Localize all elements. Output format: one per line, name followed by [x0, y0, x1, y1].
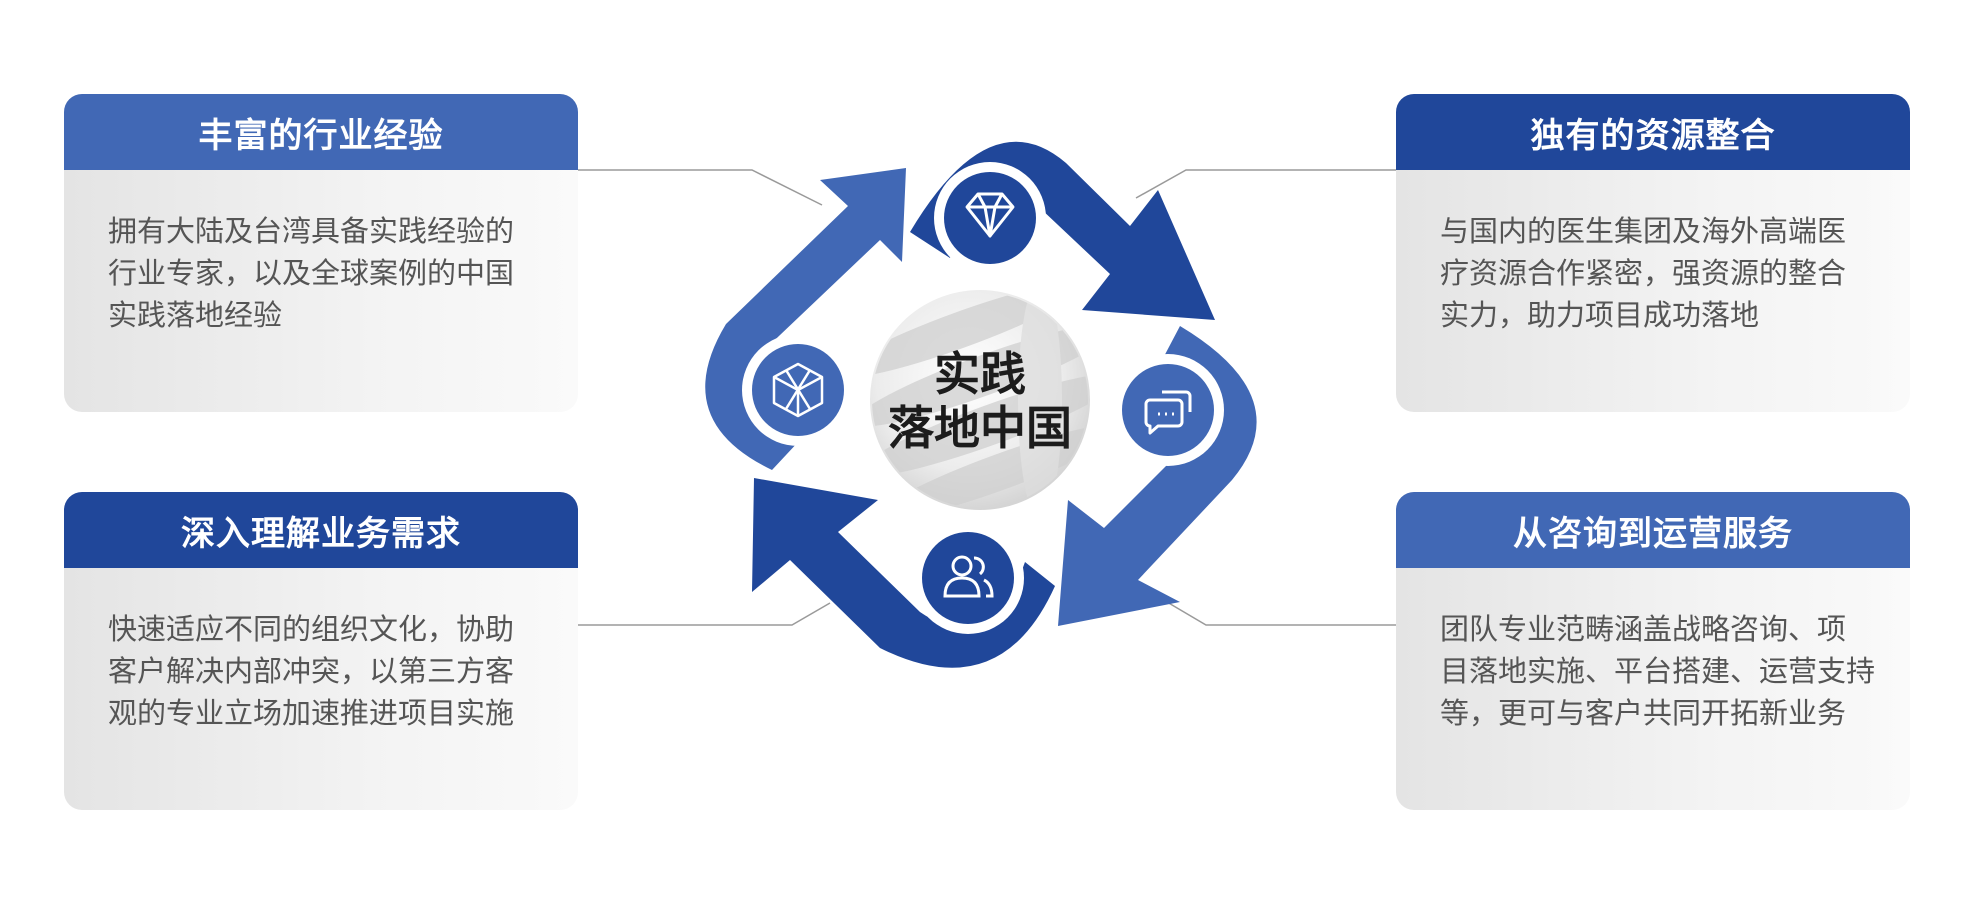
- connector-line-bl: [578, 602, 831, 626]
- card-title: 从咨询到运营服务: [1396, 492, 1910, 568]
- card-text-line: 拥有大陆及台湾具备实践经验的: [108, 214, 515, 248]
- card-description: 与国内的医生集团及海外高端医 疗资源合作紧密，强资源的整合 实力，助力项目成功落…: [1396, 170, 1910, 336]
- users-icon: [943, 555, 994, 598]
- arrow-segment-left-top: [705, 168, 906, 470]
- card-resource-integration: 独有的资源整合 与国内的医生集团及海外高端医 疗资源合作紧密，强资源的整合 实力…: [1396, 94, 1910, 412]
- card-consulting-to-operations: 从咨询到运营服务 团队专业范畴涵盖战略咨询、项 目落地实施、平台搭建、运营支持 …: [1396, 492, 1910, 810]
- connector-line-tr: [1135, 169, 1396, 199]
- center-title-line2: 落地中国: [888, 401, 1072, 455]
- card-text-line: 实践落地经验: [108, 298, 283, 332]
- connector-line-br: [1149, 591, 1396, 626]
- center-title-line1: 实践: [934, 347, 1026, 401]
- card-description: 拥有大陆及台湾具备实践经验的 行业专家，以及全球案例的中国 实践落地经验: [64, 170, 578, 336]
- card-description: 团队专业范畴涵盖战略咨询、项 目落地实施、平台搭建、运营支持 等，更可与客户共同…: [1396, 568, 1910, 734]
- card-title: 深入理解业务需求: [64, 492, 578, 568]
- card-text-line: 行业专家，以及全球案例的中国: [108, 256, 515, 290]
- cube-icon: [772, 362, 824, 418]
- card-text-line: 实力，助力项目成功落地: [1440, 298, 1760, 332]
- chat-icon: [1144, 390, 1192, 435]
- badge-bottom: [912, 522, 1024, 634]
- card-industry-experience: 丰富的行业经验 拥有大陆及台湾具备实践经验的 行业专家，以及全球案例的中国 实践…: [64, 94, 578, 412]
- card-text-line: 疗资源合作紧密，强资源的整合: [1440, 256, 1847, 290]
- card-title: 独有的资源整合: [1396, 94, 1910, 170]
- card-business-needs: 深入理解业务需求 快速适应不同的组织文化，协助 客户解决内部冲突，以第三方客 观…: [64, 492, 578, 810]
- card-text-line: 等，更可与客户共同开拓新业务: [1440, 696, 1847, 730]
- card-text-line: 观的专业立场加速推进项目实施: [108, 696, 515, 730]
- card-description: 快速适应不同的组织文化，协助 客户解决内部冲突，以第三方客 观的专业立场加速推进…: [64, 568, 578, 734]
- globe-icon: [870, 290, 1090, 510]
- card-text-line: 与国内的医生集团及海外高端医: [1440, 214, 1847, 248]
- diamond-icon: [965, 192, 1015, 238]
- card-text-line: 快速适应不同的组织文化，协助: [108, 612, 515, 646]
- badge-top: [934, 162, 1046, 274]
- connector-line-tl: [578, 169, 823, 206]
- badge-left: [742, 334, 854, 446]
- card-title: 丰富的行业经验: [64, 94, 578, 170]
- badge-right: [1112, 354, 1224, 466]
- arrow-segment-bottom-left: [752, 478, 1055, 668]
- card-text-line: 客户解决内部冲突，以第三方客: [108, 654, 515, 688]
- card-text-line: 目落地实施、平台搭建、运营支持: [1440, 654, 1876, 688]
- card-text-line: 团队专业范畴涵盖战略咨询、项: [1440, 612, 1847, 646]
